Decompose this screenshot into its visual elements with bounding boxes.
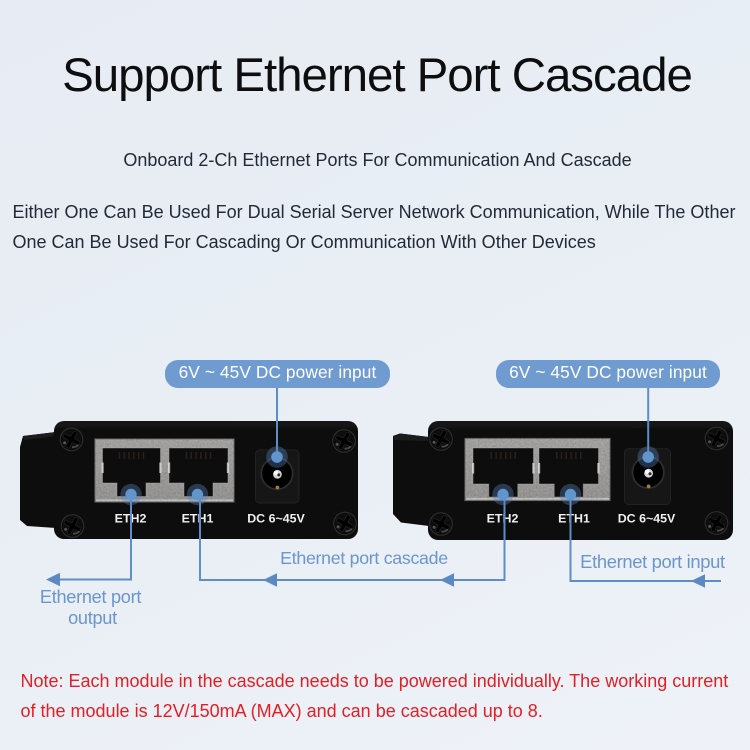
svg-text:6V ~ 45V DC power input: 6V ~ 45V DC power input: [179, 362, 377, 382]
svg-text:DC 6~45V: DC 6~45V: [247, 511, 305, 525]
svg-text:ETH1: ETH1: [558, 511, 590, 525]
svg-text:DC 6~45V: DC 6~45V: [618, 511, 676, 525]
svg-text:6V ~ 45V DC power input: 6V ~ 45V DC power input: [509, 362, 707, 382]
svg-text:Ethernet port cascade: Ethernet port cascade: [280, 548, 448, 568]
svg-text:ETH1: ETH1: [182, 511, 214, 525]
svg-text:Ethernet port: Ethernet port: [40, 587, 141, 607]
svg-text:Ethernet port input: Ethernet port input: [580, 551, 725, 572]
svg-text:ETH2: ETH2: [487, 511, 519, 525]
svg-text:output: output: [68, 608, 117, 628]
